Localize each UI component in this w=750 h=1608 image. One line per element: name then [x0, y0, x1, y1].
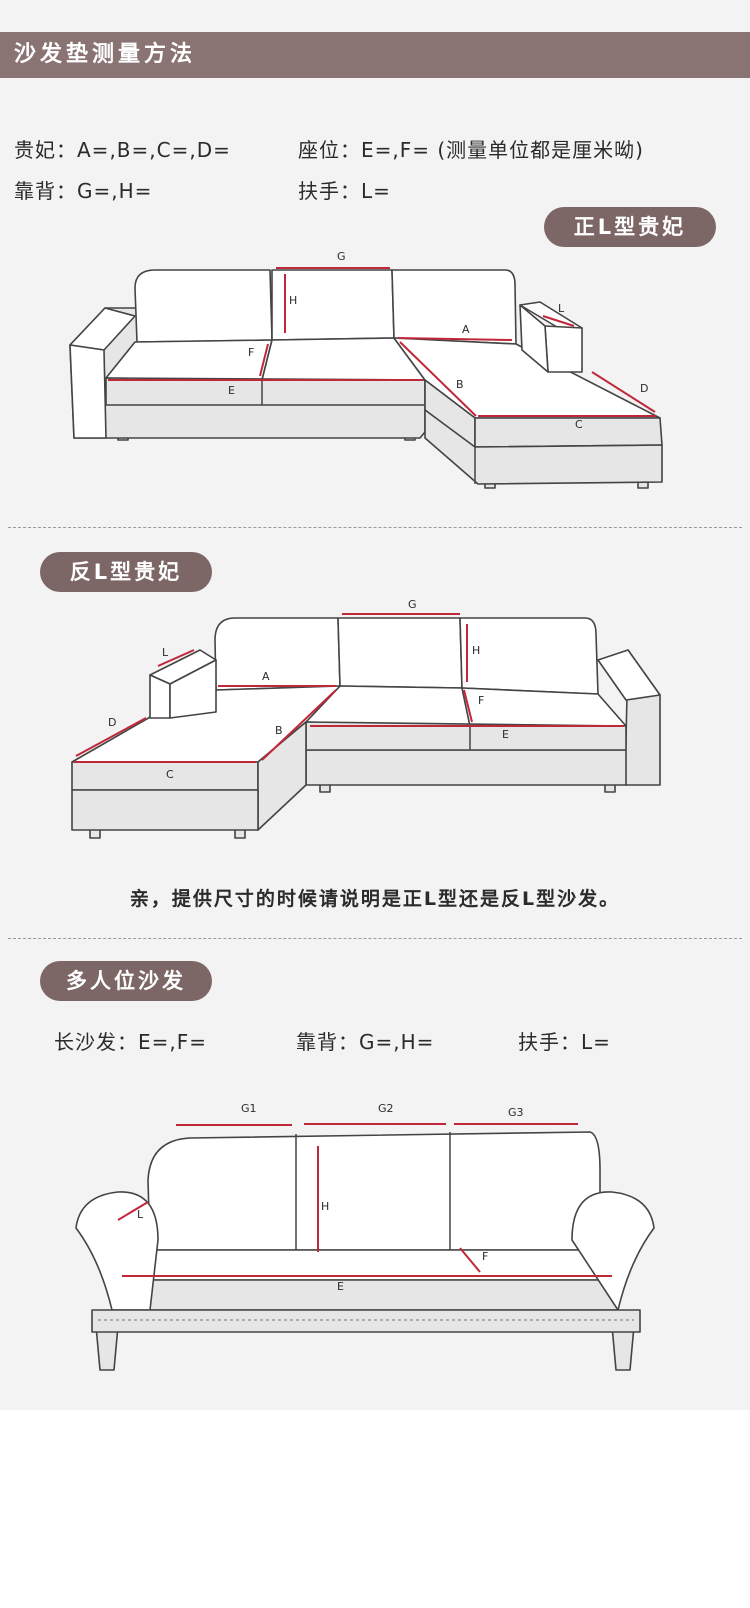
marker-F-3: F: [482, 1250, 489, 1263]
multi-backrest-measure-text: 靠背：G=,H=: [296, 1030, 435, 1054]
marker-A-1: A: [462, 323, 470, 336]
size-note: 亲，提供尺寸的时候请说明是正L型还是反L型沙发。: [129, 888, 621, 910]
marker-G1: G1: [241, 1102, 257, 1115]
long-sofa-measure-text: 长沙发：E=,F=: [54, 1030, 208, 1054]
divider-1: [8, 527, 742, 528]
marker-G-2: G: [408, 598, 417, 611]
marker-D-2: D: [108, 716, 117, 729]
marker-G3: G3: [508, 1106, 524, 1119]
marker-A-2: A: [262, 670, 270, 683]
backrest-measure-text: 靠背：G=,H=: [14, 179, 153, 203]
marker-L-3: L: [137, 1208, 144, 1221]
section-label-multi: 多人位沙发: [40, 961, 212, 1001]
marker-F-1: F: [248, 346, 255, 359]
marker-C-2: C: [166, 768, 174, 781]
marker-D-1: D: [640, 382, 649, 395]
section-label-right-l: 正L型贵妃: [544, 207, 716, 247]
marker-H-1: H: [289, 294, 298, 307]
marker-B-2: B: [275, 724, 283, 737]
marker-F-2: F: [478, 694, 485, 707]
page-title: 沙发垫测量方法: [14, 42, 197, 67]
seat-measure-text: 座位：E=,F= (测量单位都是厘米呦): [298, 138, 644, 162]
right-l-sofa-diagram: [69, 267, 663, 489]
section-label-left-l: 反L型贵妃: [40, 552, 212, 592]
marker-L-2: L: [162, 646, 169, 659]
multi-seat-sofa-diagram: [75, 1123, 655, 1371]
marker-H-2: H: [472, 644, 481, 657]
left-l-sofa-diagram: [71, 613, 661, 839]
armrest-measure-text: 扶手：L=: [298, 179, 391, 203]
marker-G-1: G: [337, 250, 346, 263]
chaise-measure-text: 贵妃：A=,B=,C=,D=: [14, 138, 231, 162]
marker-E-2: E: [502, 728, 509, 741]
marker-E-3: E: [337, 1280, 344, 1293]
marker-G2: G2: [378, 1102, 394, 1115]
header-bar: [0, 32, 750, 78]
marker-C-1: C: [575, 418, 583, 431]
marker-H-3: H: [321, 1200, 330, 1213]
marker-L-1: L: [558, 302, 565, 315]
marker-E-1: E: [228, 384, 235, 397]
marker-B-1: B: [456, 378, 464, 391]
multi-armrest-measure-text: 扶手：L=: [518, 1030, 611, 1054]
divider-2: [8, 938, 742, 939]
